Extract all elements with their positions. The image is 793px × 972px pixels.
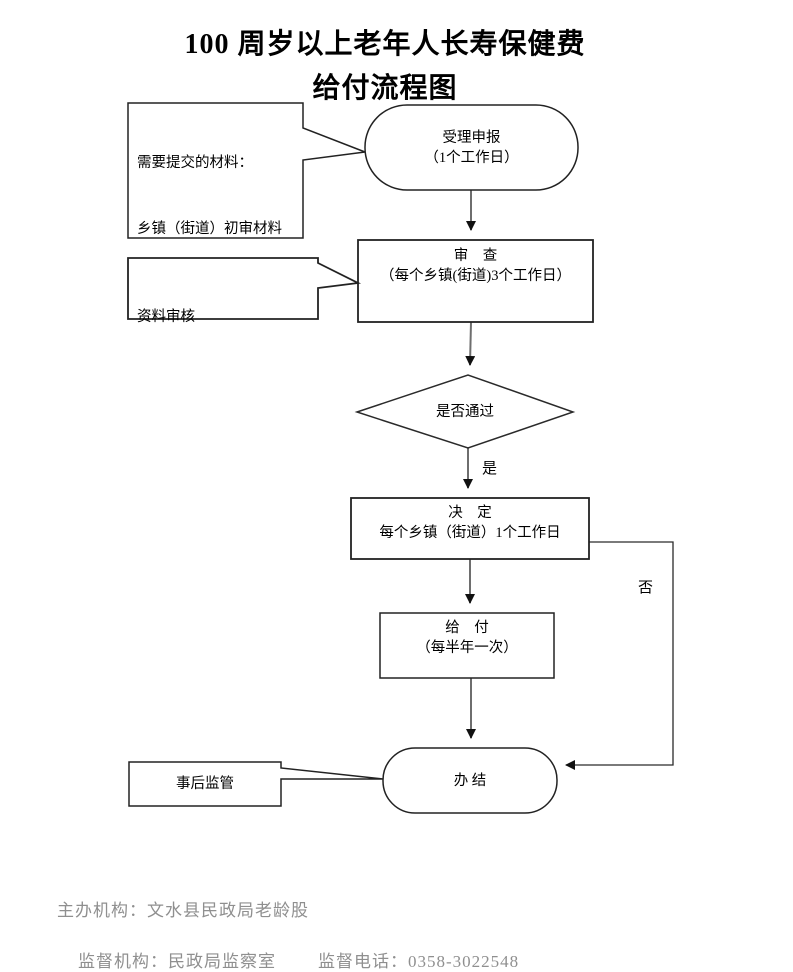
decide-node: 决 定 每个乡镇（街道）1个工作日 [351, 503, 589, 559]
accept-node-line2: （1个工作日） [424, 149, 519, 166]
yes-branch-label: 是 [482, 461, 498, 477]
callout-supervision-shape [128, 761, 384, 807]
page-title-line2: 给付流程图 [312, 73, 458, 104]
pay-node: 给 付 （每半年一次） [380, 618, 554, 678]
connector-no-branch [565, 541, 674, 770]
pay-node-line2: （每半年一次） [416, 640, 518, 656]
callout-materials-line1: 需要提交的材料： [137, 155, 253, 171]
decision-node-shape [354, 374, 576, 449]
decide-node-shape [350, 497, 590, 560]
footer-supervision: 监督机构：民政局监察室 监督电话：0358-3022548 [57, 927, 519, 972]
decision-node-label: 是否通过 [436, 403, 494, 420]
connector-examine-to-decision [465, 321, 476, 366]
footer-supervision-phone: 监督电话：0358-3022548 [318, 952, 520, 971]
examine-node: 审 查 （每个乡镇(街道)3个工作日） [358, 246, 593, 322]
finish-node-shape [382, 747, 558, 814]
callout-materials-line2: 乡镇（街道）初审材料 [137, 221, 282, 237]
decide-node-line1: 决 定 [448, 505, 492, 521]
finish-node: 办 结 [383, 748, 557, 813]
decision-node: 是否通过 [357, 375, 573, 448]
examine-node-line1: 审 查 [453, 248, 498, 264]
finish-node-label: 办 结 [453, 772, 487, 789]
callout-materials: 需要提交的材料： 乡镇（街道）初审材料 [137, 108, 299, 284]
examine-node-shape [357, 239, 594, 323]
accept-node-line1: 受理申报 [442, 129, 501, 146]
pay-node-line1: 给 付 [445, 620, 489, 636]
examine-node-line2: （每个乡镇(街道)3个工作日） [380, 268, 571, 284]
callout-review-label: 资料审核 [137, 309, 195, 325]
accept-node: 受理申报 （1个工作日） [365, 105, 578, 190]
callout-review-shape [127, 257, 362, 320]
decide-node-line2: 每个乡镇（街道）1个工作日 [379, 525, 561, 541]
pay-node-shape [379, 612, 555, 679]
no-branch-label: 否 [638, 580, 654, 596]
callout-supervision-label: 事后监管 [176, 776, 234, 792]
accept-node-shape [364, 104, 579, 191]
callout-materials-shape [127, 102, 366, 239]
callout-review: 资料审核 [137, 262, 307, 372]
footer-host-org: 主办机构：文水县民政局老龄股 [57, 901, 309, 920]
footer-supervision-org: 监督机构：民政局监察室 [78, 952, 276, 971]
page-title-line1: 100 周岁以上老年人长寿保健费 [184, 29, 586, 60]
callout-supervision: 事后监管 [129, 762, 281, 806]
